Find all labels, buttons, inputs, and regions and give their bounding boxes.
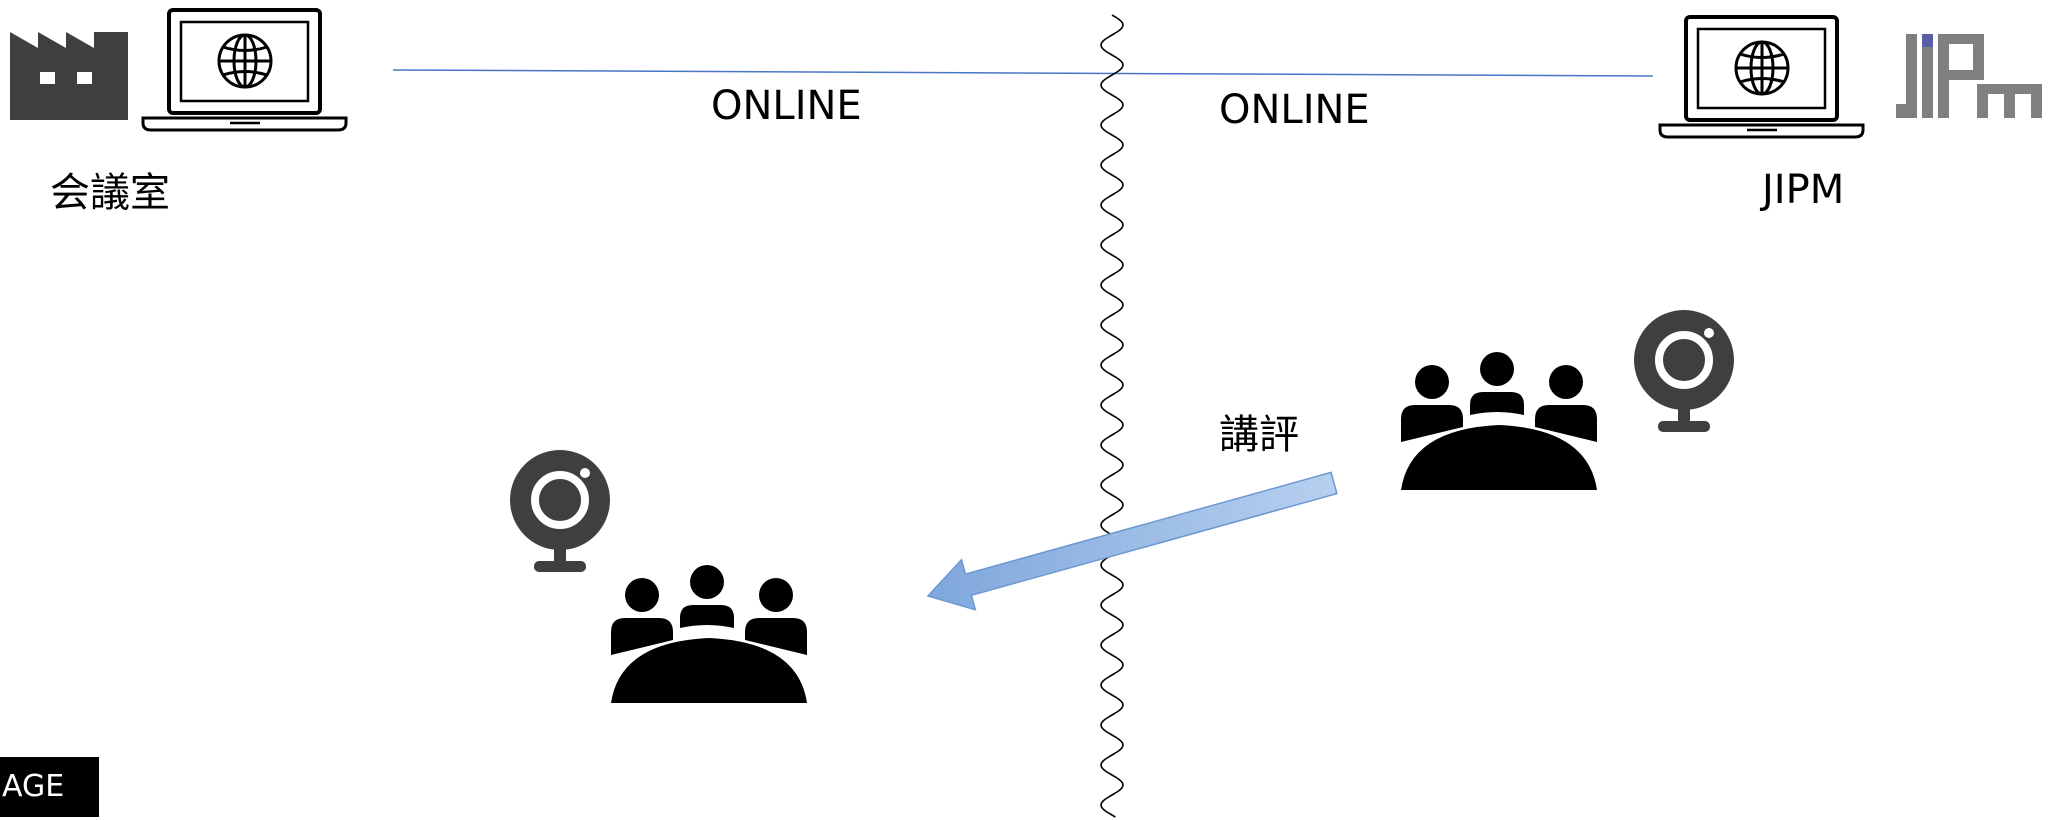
right-site-label: JIPM — [1762, 167, 1845, 213]
right-online-label: ONLINE — [1219, 87, 1370, 133]
left-online-label: ONLINE — [711, 83, 862, 129]
laptop-globe-icon — [141, 8, 348, 132]
webcam-icon — [510, 450, 610, 572]
laptop-globe-icon — [1658, 15, 1865, 139]
meeting-group-icon — [1401, 352, 1597, 490]
factory-icon — [10, 32, 128, 120]
webcam-icon — [1634, 310, 1734, 432]
left-site-label: 会議室 — [50, 170, 170, 216]
jipm-logo — [1896, 34, 2042, 118]
connection-line — [392, 69, 1654, 77]
meeting-group-icon — [611, 565, 807, 703]
review-label: 講評 — [1219, 412, 1299, 458]
corner-badge: AGE — [0, 757, 99, 817]
feedback-arrow — [926, 471, 1338, 611]
wavy-divider — [1100, 14, 1124, 818]
